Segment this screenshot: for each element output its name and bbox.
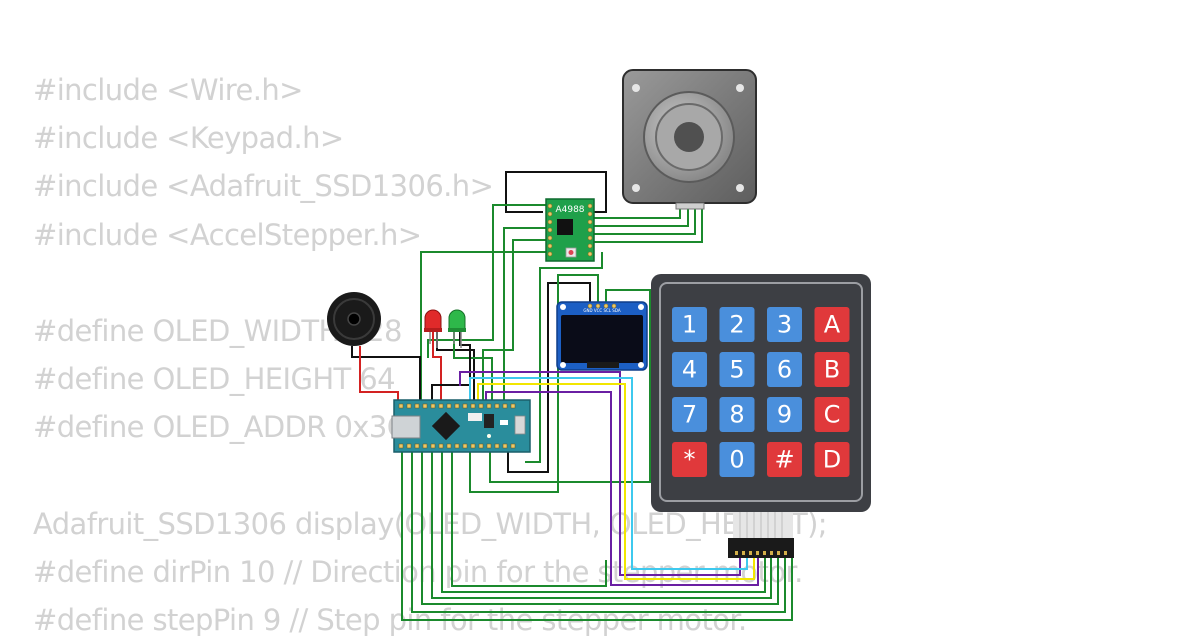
wire-buzzer-pos[interactable] xyxy=(359,346,399,404)
wire-keypad-col[interactable] xyxy=(431,450,772,599)
oled-display[interactable]: GND VCC SCL SDA xyxy=(556,301,648,371)
code-line: #include <Keypad.h> xyxy=(33,121,344,156)
keypad-key[interactable]: * xyxy=(672,442,707,477)
keypad-key-label: # xyxy=(774,446,794,474)
keypad-key[interactable]: 3 xyxy=(767,307,802,342)
keypad-key[interactable]: 7 xyxy=(672,397,707,432)
wire-keypad-row[interactable] xyxy=(477,383,755,580)
wire-oled-scl[interactable] xyxy=(489,289,651,483)
keypad-key[interactable]: 9 xyxy=(767,397,802,432)
wire-motor-coil[interactable] xyxy=(594,205,689,227)
keypad-key-label: 1 xyxy=(682,311,697,339)
wire-keypad-row[interactable] xyxy=(469,377,748,570)
keypad-key-label: B xyxy=(824,356,840,384)
arduino-nano[interactable] xyxy=(391,399,531,453)
keypad-key[interactable]: D xyxy=(814,442,850,477)
buzzer-icon[interactable] xyxy=(327,292,381,346)
keypad-key[interactable]: 6 xyxy=(767,352,802,387)
circuit-diagram: A4988 GND VCC SCL SDA xyxy=(327,69,871,621)
wire-keypad-col[interactable] xyxy=(451,450,607,587)
wire-keypad-row[interactable] xyxy=(459,371,741,576)
wire-keypad-col[interactable] xyxy=(401,450,793,621)
code-line: Adafruit_SSD1306 display(OLED_WIDTH, OLE… xyxy=(33,506,828,541)
code-line: #define OLED_HEIGHT 64 xyxy=(33,362,396,397)
keypad-key[interactable]: A xyxy=(814,307,850,342)
keypad-key-label: 7 xyxy=(682,401,697,429)
wire-keypad-col[interactable] xyxy=(421,450,779,605)
keypad-key[interactable]: 5 xyxy=(719,352,755,387)
keypad-key-label: A xyxy=(824,311,841,339)
keypad-ribbon xyxy=(728,512,794,558)
keypad-key-label: 2 xyxy=(729,311,744,339)
keypad-key-label: 8 xyxy=(729,401,744,429)
stepper-motor-icon[interactable] xyxy=(622,69,757,210)
wire-driver-vdd[interactable] xyxy=(525,252,603,463)
a4988-driver[interactable]: A4988 xyxy=(545,198,595,262)
wire-keypad-col[interactable] xyxy=(441,450,766,593)
keypad-key-label: * xyxy=(684,446,696,474)
keypad-key[interactable]: 0 xyxy=(719,442,755,477)
keypad-key-label: D xyxy=(823,446,841,474)
keypad-key-label: 9 xyxy=(777,401,792,429)
keypad-key-label: 3 xyxy=(777,311,792,339)
wire-keypad-row[interactable] xyxy=(485,391,759,586)
code-line: #include <AccelStepper.h> xyxy=(33,217,422,252)
wire-motor-coil[interactable] xyxy=(594,205,696,235)
keypad-key[interactable]: 1 xyxy=(672,307,707,342)
wire-led-red-anode[interactable] xyxy=(432,330,442,400)
wire-driver-left[interactable] xyxy=(427,204,546,358)
keypad-key[interactable]: # xyxy=(767,442,802,477)
red-led-icon[interactable] xyxy=(424,309,442,348)
keypad-key-label: 4 xyxy=(682,356,697,384)
green-led-icon[interactable] xyxy=(448,309,466,348)
code-line: #include <Adafruit_SSD1306.h> xyxy=(33,169,494,204)
keypad-key[interactable]: C xyxy=(814,397,850,432)
wire-driver-loop[interactable] xyxy=(505,171,607,213)
driver-label: A4988 xyxy=(555,205,584,215)
wire-driver-enable[interactable] xyxy=(503,227,546,400)
keypad-4x4: 1 2 3 A 4 5 6 B 7 8 9 C * 0 # D xyxy=(651,274,871,558)
keypad-key-label: 6 xyxy=(777,356,792,384)
keypad-key-label: C xyxy=(824,401,841,429)
oled-pin-labels: GND VCC SCL SDA xyxy=(583,308,620,313)
wire-buzzer-neg[interactable] xyxy=(351,346,421,400)
keypad-key[interactable]: 4 xyxy=(672,352,707,387)
keypad-key[interactable]: 8 xyxy=(719,397,755,432)
wire-keypad-col[interactable] xyxy=(411,450,786,613)
wire-driver-step[interactable] xyxy=(482,239,546,400)
keypad-key-label: 0 xyxy=(729,446,744,474)
keypad-key[interactable]: B xyxy=(814,352,850,387)
wire-motor-coil[interactable] xyxy=(594,205,703,243)
code-line: #include <Wire.h> xyxy=(33,73,303,107)
wire-led-green-cathode[interactable] xyxy=(431,330,471,400)
keypad-key-label: 5 xyxy=(729,356,744,384)
keypad-key[interactable]: 2 xyxy=(719,307,755,342)
